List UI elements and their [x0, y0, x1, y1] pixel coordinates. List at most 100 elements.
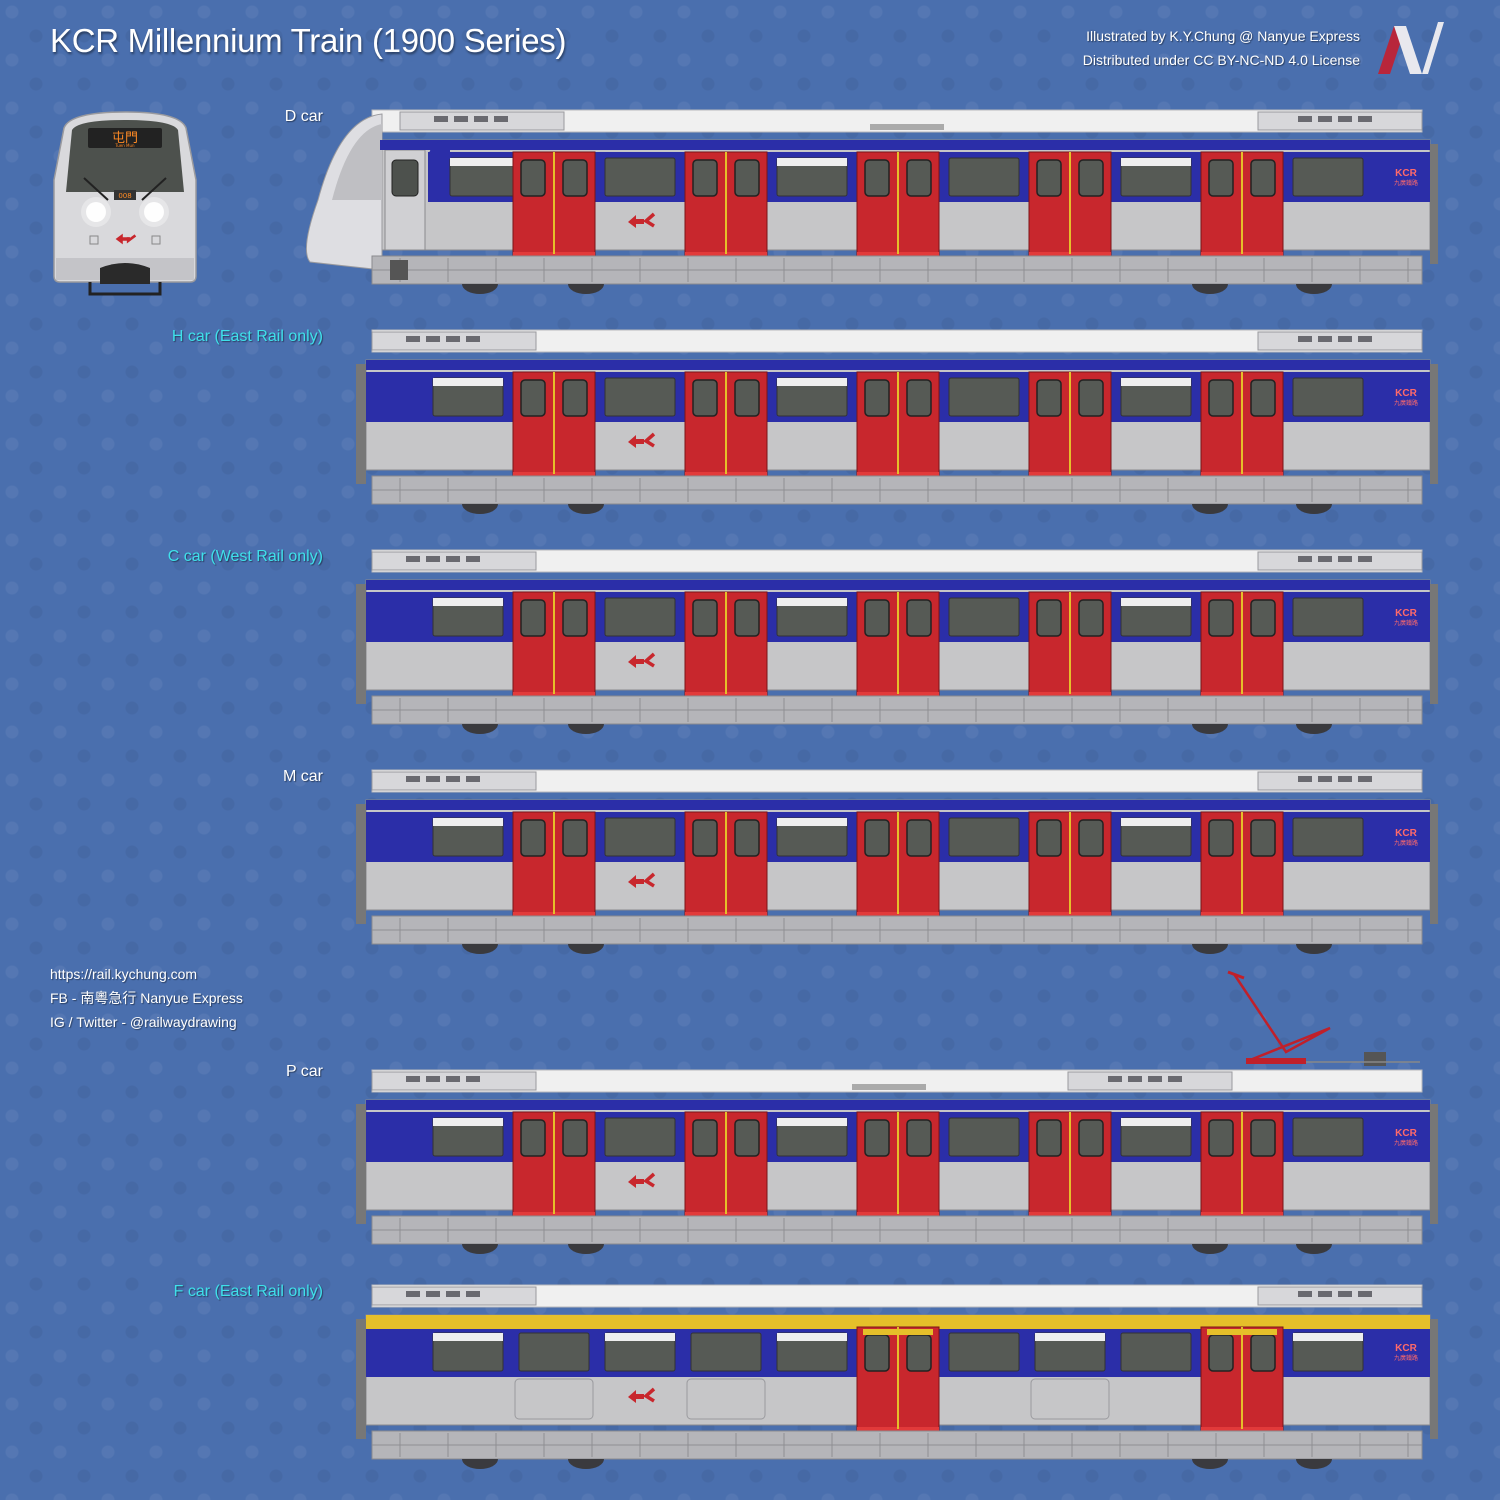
- door-window: [906, 159, 932, 197]
- wheel: [1296, 504, 1332, 514]
- facebook-link[interactable]: FB - 南粵急行 Nanyue Express: [50, 990, 243, 1006]
- kcr-label-chinese: 九廣鐵路: [1394, 1354, 1418, 1362]
- roof-vent: [1318, 556, 1332, 562]
- instagram-link[interactable]: IG / Twitter - @railwaydrawing: [50, 1014, 237, 1030]
- window: [948, 1332, 1020, 1372]
- window: [1292, 157, 1364, 197]
- roof-vent: [1358, 556, 1372, 562]
- wheel: [568, 724, 604, 734]
- window-transom: [433, 378, 503, 386]
- roof-grille: [870, 124, 944, 130]
- door: [856, 811, 940, 917]
- door: [512, 591, 596, 697]
- window: [604, 597, 676, 637]
- roof-vent: [426, 1291, 440, 1297]
- destination-text: 屯門: [112, 131, 138, 146]
- pantograph-head: [1227, 970, 1245, 980]
- door-window: [520, 159, 546, 197]
- kcr-emblem-chevron: [643, 1387, 656, 1403]
- window: [948, 157, 1020, 197]
- door-window: [1078, 1119, 1104, 1157]
- door-window: [1078, 819, 1104, 857]
- blue-stripe-cap: [428, 140, 450, 202]
- window: [948, 817, 1020, 857]
- door: [856, 151, 940, 257]
- door-window: [520, 819, 546, 857]
- roof-vent: [494, 116, 508, 122]
- window-transom: [1035, 1333, 1105, 1341]
- wheel: [462, 944, 498, 954]
- wheel: [462, 1244, 498, 1254]
- door-window: [734, 1119, 760, 1157]
- door-window: [520, 1119, 546, 1157]
- panel-outline: [514, 1378, 594, 1420]
- door: [684, 371, 768, 477]
- door-window: [1078, 599, 1104, 637]
- door: [1028, 1111, 1112, 1217]
- gangway: [356, 1319, 366, 1439]
- kcr-label-chinese: 九廣鐵路: [1394, 179, 1418, 187]
- roof-vent: [466, 776, 480, 782]
- door: [512, 811, 596, 917]
- roof-vent: [454, 116, 468, 122]
- wheel: [1192, 284, 1228, 294]
- window-transom: [777, 158, 847, 166]
- headlight-left: [86, 202, 106, 222]
- first-class-stripe: [366, 1315, 1430, 1329]
- roof-edge-blue: [366, 580, 1430, 590]
- kcr-emblem: [628, 212, 656, 228]
- headlight-left-glow: [81, 197, 111, 227]
- wheel: [568, 1459, 604, 1469]
- wiper-right: [141, 177, 167, 201]
- roof-vent: [466, 556, 480, 562]
- kcr-label-chinese: 九廣鐵路: [1394, 619, 1418, 627]
- wheel: [462, 724, 498, 734]
- wheel: [1192, 724, 1228, 734]
- window: [948, 377, 1020, 417]
- roof-vent: [1338, 116, 1352, 122]
- door-window: [520, 379, 546, 417]
- kcr-label: KCR: [1395, 1343, 1417, 1354]
- car-label-d: D car: [284, 108, 323, 125]
- door-window: [906, 1119, 932, 1157]
- roof-vent: [406, 776, 420, 782]
- kcr-emblem-chevron: [643, 432, 656, 448]
- window-transom: [433, 1333, 503, 1341]
- gangway: [1430, 1319, 1438, 1439]
- page-title: KCR Millennium Train (1900 Series): [50, 22, 567, 59]
- door-window: [1208, 159, 1234, 197]
- roof-vent: [1318, 116, 1332, 122]
- roof-grille: [852, 1084, 926, 1090]
- front-view: 屯門 Tuen Mun 008: [53, 111, 197, 296]
- door: [1028, 591, 1112, 697]
- roof-edge-blue: [380, 140, 1430, 150]
- door: [1028, 811, 1112, 917]
- website-link[interactable]: https://rail.kychung.com: [50, 966, 198, 982]
- window-transom: [1121, 1118, 1191, 1126]
- window-transom: [450, 158, 520, 166]
- door-window: [562, 379, 588, 417]
- window: [1120, 1332, 1192, 1372]
- kcr-emblem-arrow: [628, 875, 644, 888]
- door-window: [1250, 1119, 1276, 1157]
- wheel: [568, 944, 604, 954]
- door-window: [1250, 1334, 1276, 1372]
- door-window: [734, 599, 760, 637]
- kcr-emblem-chevron: [643, 1172, 656, 1188]
- first-class-door-band: [1207, 1329, 1277, 1335]
- roof-vent: [1318, 336, 1332, 342]
- roof-vent: [446, 1291, 460, 1297]
- door: [856, 1326, 940, 1432]
- roof-vent: [1298, 336, 1312, 342]
- roof-vent: [406, 556, 420, 562]
- window-transom: [777, 1333, 847, 1341]
- credit-illustrator: Illustrated by K.Y.Chung @ Nanyue Expres…: [1086, 28, 1360, 44]
- roof-vent: [1338, 1291, 1352, 1297]
- roof-vent: [1298, 776, 1312, 782]
- kcr-emblem-chevron: [643, 872, 656, 888]
- roof-vent: [1338, 776, 1352, 782]
